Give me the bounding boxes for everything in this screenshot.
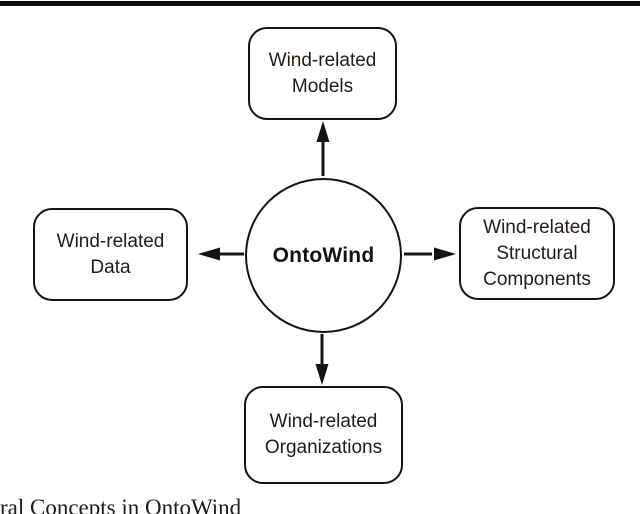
arrow-down-icon	[315, 334, 329, 385]
node-label-line: Structural	[496, 242, 578, 264]
node-wind-related-organizations: Wind-related Organizations	[244, 386, 403, 484]
node-label-line: Wind-related	[56, 230, 165, 252]
node-wind-related-structural-components: Wind-related Structural Components	[459, 207, 615, 300]
node-label-line: Wind-related	[269, 411, 378, 432]
center-label: OntoWind	[272, 243, 375, 267]
arrow-right-icon	[404, 247, 456, 261]
arrow-left-icon	[198, 247, 244, 261]
figure-caption: ral Concepts in OntoWind	[0, 495, 242, 514]
node-wind-related-models: Wind-related Models	[248, 27, 397, 120]
node-ontowind-center: OntoWind	[245, 178, 402, 333]
node-label-line: Organizations	[264, 437, 383, 458]
node-label-line: Data	[90, 256, 131, 278]
arrow-up-icon	[316, 121, 330, 176]
node-wind-related-data: Wind-related Data	[33, 208, 188, 301]
node-label-line: Wind-related	[268, 49, 377, 71]
node-label-line: Models	[291, 75, 354, 97]
top-rule	[0, 1, 640, 6]
node-label-line: Wind-related	[483, 216, 591, 238]
node-label-line: Components	[483, 268, 591, 290]
